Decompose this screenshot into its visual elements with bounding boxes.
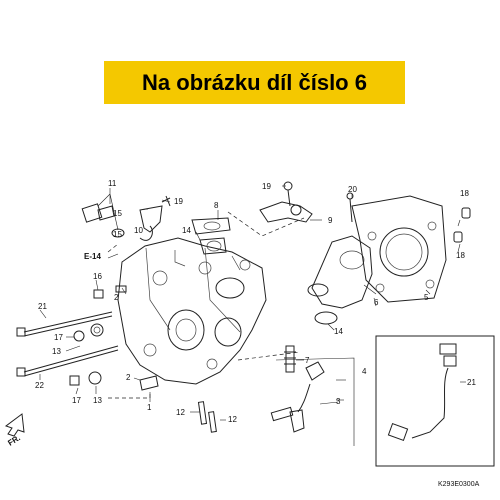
callout-13a: 13 bbox=[52, 347, 61, 356]
callout-10: 3 bbox=[336, 397, 341, 406]
harness-22 bbox=[387, 343, 457, 442]
callout-12a: 12 bbox=[176, 408, 185, 417]
callout-7: 10 bbox=[134, 226, 143, 235]
callout-2a: 2 bbox=[114, 293, 119, 302]
dowel-pins-18 bbox=[453, 207, 471, 243]
arm-part-6 bbox=[259, 201, 313, 223]
callout-18a: 18 bbox=[460, 189, 469, 198]
callout-19a: 19 bbox=[174, 197, 183, 206]
callout-13b: 13 bbox=[93, 396, 102, 405]
intake-pipe-4 bbox=[307, 235, 373, 309]
callout-3: 5 bbox=[424, 293, 429, 302]
spark-plug-8 bbox=[284, 345, 296, 373]
callout-15a: 15 bbox=[113, 209, 122, 218]
callout-22: 21 bbox=[467, 378, 476, 387]
flange-3 bbox=[351, 195, 447, 303]
callout-e14: E-14 bbox=[84, 252, 101, 261]
gasket-5 bbox=[191, 217, 231, 255]
callout-2b: 2 bbox=[126, 373, 131, 382]
callout-1: 1 bbox=[147, 403, 152, 412]
small-fasteners bbox=[69, 285, 159, 391]
callout-18b: 18 bbox=[456, 251, 465, 260]
title-banner: Na obrázku díl číslo 6 bbox=[104, 61, 405, 104]
callout-21b: 22 bbox=[35, 381, 44, 390]
connector-inset bbox=[375, 335, 495, 467]
leader-lines bbox=[39, 185, 466, 421]
callout-17a: 17 bbox=[54, 333, 63, 342]
callout-21a: 21 bbox=[38, 302, 47, 311]
bolt-20 bbox=[346, 192, 354, 223]
callout-5: 8 bbox=[214, 201, 219, 210]
pins-12 bbox=[197, 401, 217, 433]
front-label: FR. bbox=[6, 433, 22, 447]
drawing-code: K293E0300A bbox=[438, 481, 480, 488]
callout-11: 11 bbox=[108, 179, 117, 188]
callout-9: 4 bbox=[362, 367, 367, 376]
callout-19b: 19 bbox=[262, 182, 271, 191]
bracket-7 bbox=[139, 195, 171, 241]
callouts: 11 15 15 10 19 8 14 19 9 20 6 5 18 18 14… bbox=[6, 179, 479, 488]
callout-16: 16 bbox=[93, 272, 102, 281]
front-arrow-icon bbox=[4, 413, 25, 437]
callout-14b: 14 bbox=[334, 327, 343, 336]
callout-15b: 15 bbox=[113, 230, 122, 239]
callout-14a: 14 bbox=[182, 226, 191, 235]
callout-12b: 12 bbox=[228, 415, 237, 424]
callout-20: 20 bbox=[348, 185, 357, 194]
banner-text: Na obrázku díl číslo 6 bbox=[142, 69, 367, 95]
gasket-14-right bbox=[314, 311, 338, 325]
stud-bolts-21 bbox=[16, 311, 119, 377]
detail-box-9 bbox=[275, 357, 355, 446]
callout-8: 7 bbox=[305, 356, 310, 365]
callout-17b: 17 bbox=[72, 396, 81, 405]
plug-cap-10 bbox=[270, 361, 339, 433]
cylinder-head bbox=[117, 237, 267, 385]
callout-4: 6 bbox=[374, 298, 379, 307]
callout-6: 9 bbox=[328, 216, 333, 225]
